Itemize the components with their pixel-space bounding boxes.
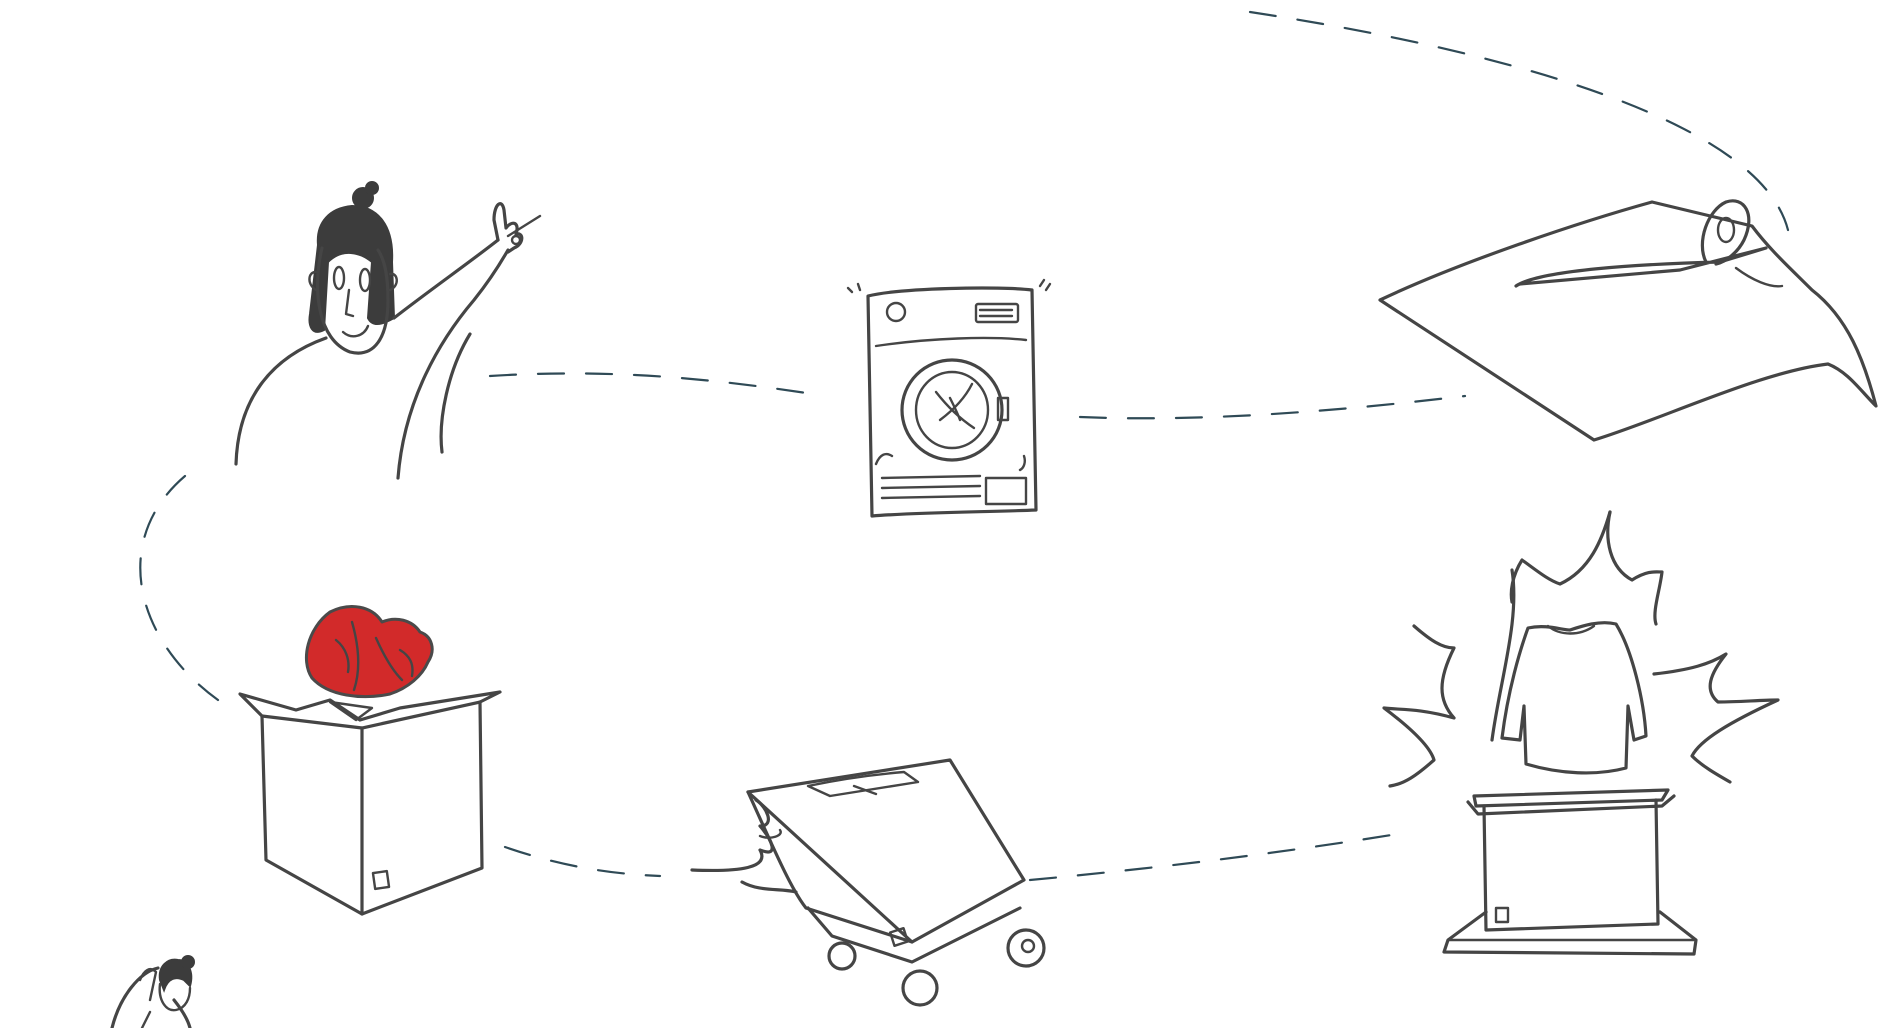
washing-machine-icon [848, 280, 1050, 516]
ironing-board-icon [1380, 201, 1876, 440]
small-person-icon [112, 956, 194, 1028]
shirt-in-box-icon [1384, 512, 1778, 954]
person-pointing-icon [236, 182, 540, 478]
delivery-box-icon [692, 760, 1044, 1005]
clothes-box-icon [240, 607, 500, 914]
